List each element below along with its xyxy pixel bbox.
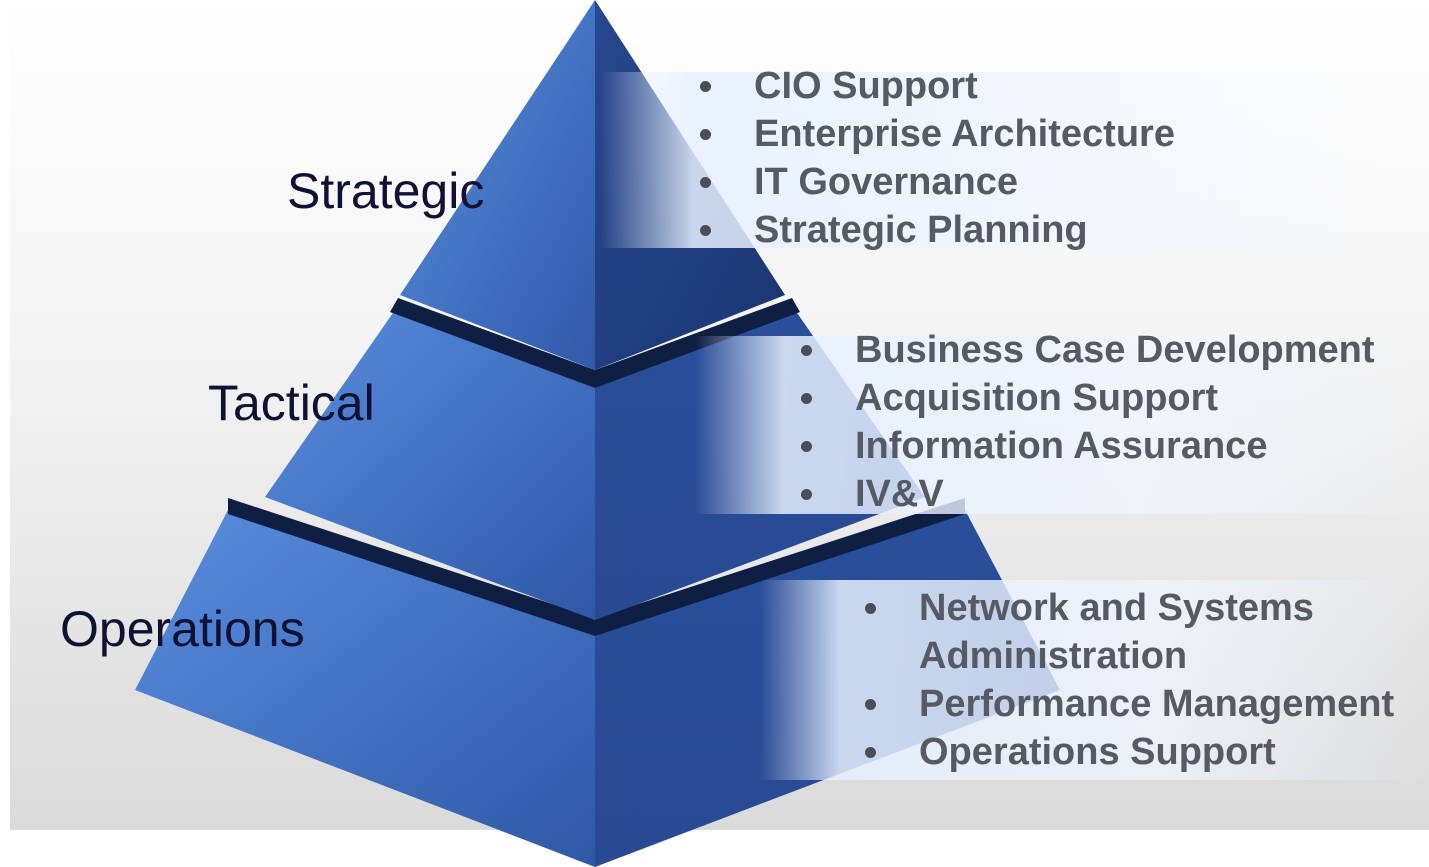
- list-item: Strategic Planning: [696, 206, 1175, 254]
- list-item: Operations Support: [861, 728, 1394, 776]
- tactical-panel: [695, 336, 1429, 514]
- list-item: Information Assurance: [797, 422, 1375, 470]
- operations-tier-left-face: [135, 510, 595, 867]
- strategic-bullet-list: CIO Support Enterprise Architecture IT G…: [696, 62, 1175, 254]
- operations-tier-label: Operations: [60, 601, 305, 657]
- list-item: Performance Management: [861, 680, 1394, 728]
- tactical-tier-left-face: [265, 310, 595, 620]
- strategic-tier-left-face: [400, 0, 595, 370]
- list-item: CIO Support: [696, 62, 1175, 110]
- list-item-continuation: Administration: [919, 635, 1188, 677]
- operations-bullet-list: Network and Systems Administration Perfo…: [861, 584, 1394, 776]
- list-item: IV&V: [797, 470, 1375, 518]
- tactical-bullet-list: Business Case Development Acquisition Su…: [797, 326, 1375, 518]
- tactical-tier-label: Tactical: [208, 375, 375, 431]
- strategic-panel: [600, 72, 1380, 248]
- list-item: Network and Systems: [861, 584, 1394, 632]
- list-item: Acquisition Support: [797, 374, 1375, 422]
- list-item: IT Governance: [696, 158, 1175, 206]
- list-item: Enterprise Architecture: [696, 110, 1175, 158]
- strategic-tier-label: Strategic: [287, 163, 485, 219]
- list-item: Business Case Development: [797, 326, 1375, 374]
